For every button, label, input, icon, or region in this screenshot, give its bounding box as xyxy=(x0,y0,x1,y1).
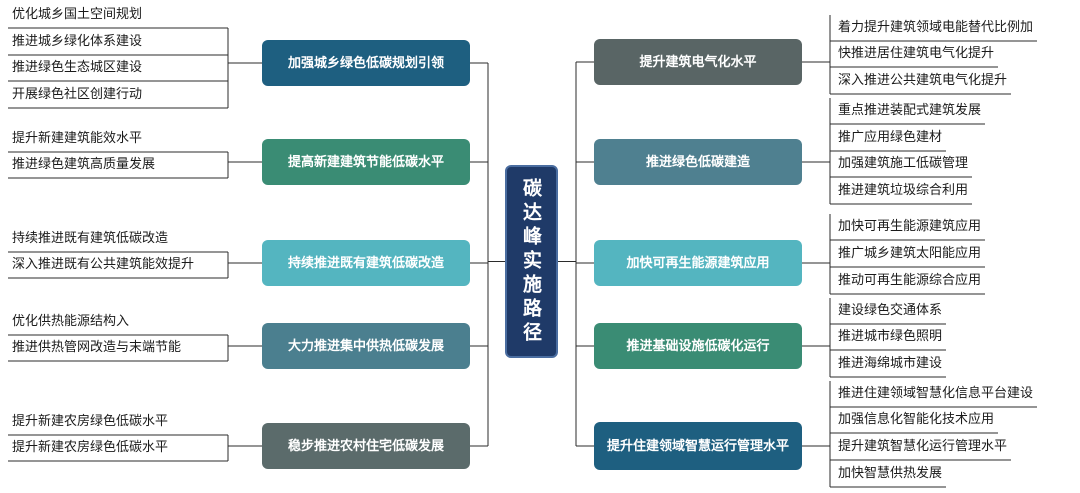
center-title: 碳达峰实施路径 xyxy=(520,177,542,346)
left-branch-3: 持续推进既有建筑低碳改造 xyxy=(262,240,470,286)
left-leaf-1-3: 推进绿色生态城区建设 xyxy=(12,60,143,75)
left-branch-1: 加强城乡绿色低碳规划引领 xyxy=(262,40,470,86)
left-branch-4: 大力推进集中供热低碳发展 xyxy=(262,323,470,369)
right-branch-4: 推进基础设施低碳化运行 xyxy=(594,323,802,369)
right-leaf-2-3: 加强建筑施工低碳管理 xyxy=(838,156,969,171)
left-leaf-5-2: 提升新建农房绿色低碳水平 xyxy=(12,440,169,455)
right-leaf-5-3: 提升建筑智慧化运行管理水平 xyxy=(838,439,1008,454)
center-node: 碳达峰实施路径 xyxy=(505,165,558,358)
right-branch-1: 提升建筑电气化水平 xyxy=(594,39,802,85)
left-leaf-4-2: 推进供热管网改造与末端节能 xyxy=(12,340,182,355)
right-branch-5: 提升住建领域智慧运行管理水平 xyxy=(594,422,802,470)
right-leaf-4-2: 推进城市绿色照明 xyxy=(838,329,943,344)
left-leaf-5-1: 提升新建农房绿色低碳水平 xyxy=(12,414,169,429)
right-leaf-3-1: 加快可再生能源建筑应用 xyxy=(838,219,982,234)
left-leaf-3-2: 深入推进既有公共建筑能效提升 xyxy=(12,257,195,272)
left-leaf-1-2: 推进城乡绿化体系建设 xyxy=(12,34,143,49)
right-leaf-5-1: 推进住建领域智慧化信息平台建设 xyxy=(838,386,1034,401)
left-leaf-1-1: 优化城乡国土空间规划 xyxy=(12,7,143,22)
left-leaf-4-1: 优化供热能源结构入 xyxy=(12,314,130,329)
right-leaf-2-1: 重点推进装配式建筑发展 xyxy=(838,103,982,118)
right-leaf-3-2: 推广城乡建筑太阳能应用 xyxy=(838,246,982,261)
right-leaf-1-2: 快推进居住建筑电气化提升 xyxy=(838,46,995,61)
left-leaf-3-1: 持续推进既有建筑低碳改造 xyxy=(12,231,169,246)
right-branch-3: 加快可再生能源建筑应用 xyxy=(594,240,802,286)
right-leaf-1-1: 着力提升建筑领域电能替代比例加 xyxy=(838,20,1034,35)
left-leaf-2-1: 提升新建建筑能效水平 xyxy=(12,131,143,146)
left-leaf-2-2: 推进绿色建筑高质量发展 xyxy=(12,157,156,172)
right-leaf-2-4: 推进建筑垃圾综合利用 xyxy=(838,183,969,198)
right-branch-2: 推进绿色低碳建造 xyxy=(594,139,802,185)
right-leaf-2-2: 推广应用绿色建材 xyxy=(838,130,943,145)
right-leaf-5-4: 加快智慧供热发展 xyxy=(838,466,943,481)
left-branch-2: 提高新建建筑节能低碳水平 xyxy=(262,139,470,185)
right-leaf-1-3: 深入推进公共建筑电气化提升 xyxy=(838,73,1008,88)
right-leaf-4-3: 推进海绵城市建设 xyxy=(838,356,943,371)
left-leaf-1-4: 开展绿色社区创建行动 xyxy=(12,87,143,102)
left-branch-5: 稳步推进农村住宅低碳发展 xyxy=(262,423,470,469)
right-leaf-5-2: 加强信息化智能化技术应用 xyxy=(838,412,995,427)
right-leaf-3-3: 推动可再生能源综合应用 xyxy=(838,273,982,288)
right-leaf-4-1: 建设绿色交通体系 xyxy=(838,303,943,318)
